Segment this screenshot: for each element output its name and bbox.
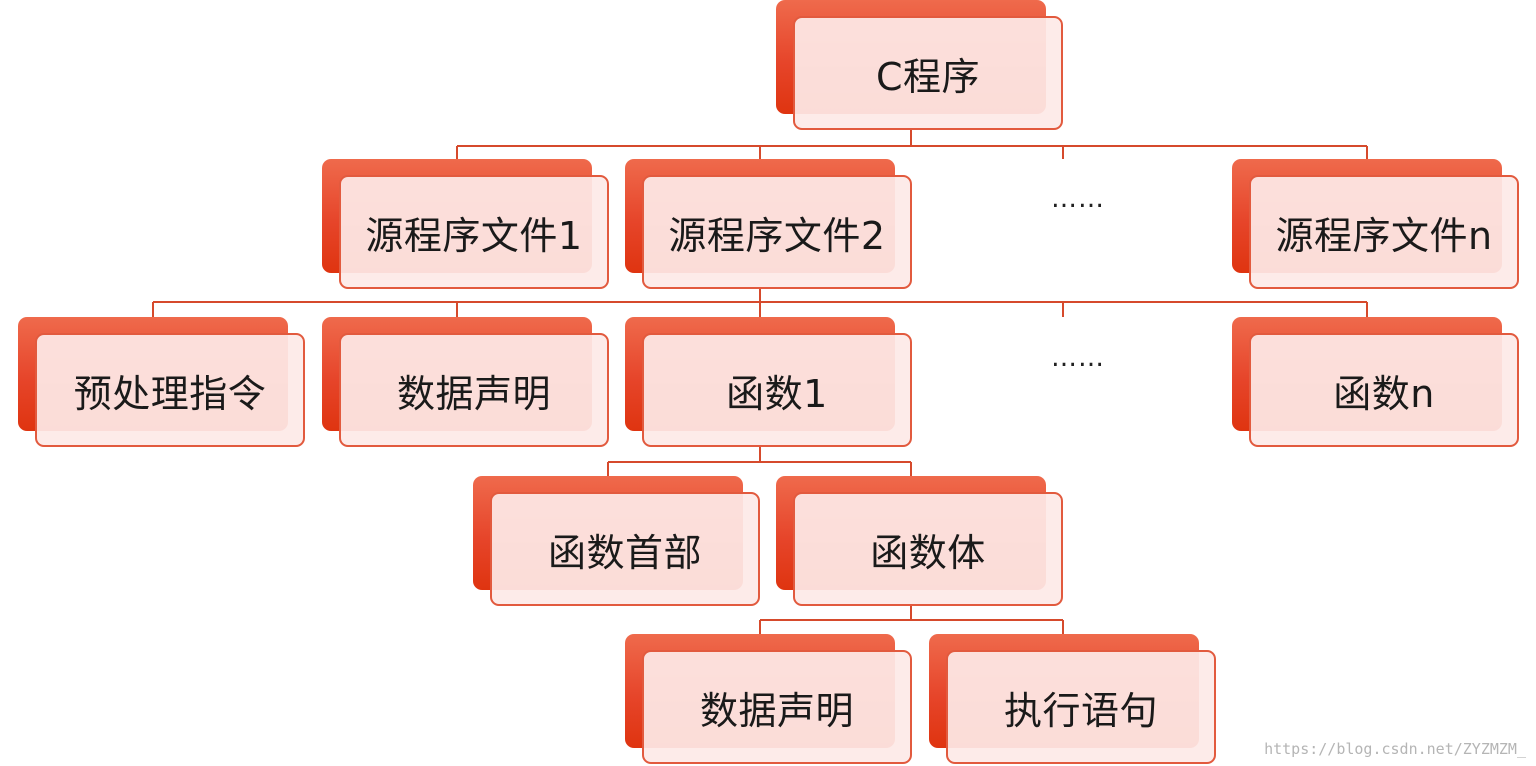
node-label: 源程序文件n	[1275, 213, 1493, 258]
node-front-shape: 数据声明	[339, 333, 609, 447]
node-front-shape: C程序	[793, 16, 1063, 130]
node-function-1: 函数1	[625, 317, 912, 447]
node-label: 数据声明	[396, 371, 551, 416]
node-label: 预处理指令	[73, 371, 267, 416]
node-front-shape: 预处理指令	[35, 333, 305, 447]
ellipsis-level-2: ……	[1051, 184, 1105, 214]
node-source-file-2: 源程序文件2	[625, 159, 912, 289]
node-preprocessor-directives: 预处理指令	[18, 317, 305, 447]
node-front-shape: 函数1	[642, 333, 912, 447]
ellipsis-level-3: ……	[1051, 343, 1105, 373]
node-label: 函数首部	[547, 530, 702, 575]
node-c-program: C程序	[776, 0, 1063, 130]
node-body-data-declaration: 数据声明	[625, 634, 912, 764]
watermark-text: https://blog.csdn.net/ZYZMZM_	[1264, 740, 1526, 758]
node-source-file-1: 源程序文件1	[322, 159, 609, 289]
node-label: C程序	[875, 54, 981, 99]
node-front-shape: 源程序文件n	[1249, 175, 1519, 289]
node-label: 源程序文件1	[365, 213, 583, 258]
node-function-header: 函数首部	[473, 476, 760, 606]
node-label: 函数n	[1333, 371, 1435, 416]
node-front-shape: 源程序文件2	[642, 175, 912, 289]
node-function-n: 函数n	[1232, 317, 1519, 447]
node-label: 数据声明	[699, 688, 854, 733]
node-label: 函数体	[870, 530, 986, 575]
node-front-shape: 函数n	[1249, 333, 1519, 447]
node-data-declaration: 数据声明	[322, 317, 609, 447]
node-label: 源程序文件2	[668, 213, 886, 258]
node-front-shape: 执行语句	[946, 650, 1216, 764]
node-source-file-n: 源程序文件n	[1232, 159, 1519, 289]
node-front-shape: 函数体	[793, 492, 1063, 606]
node-front-shape: 源程序文件1	[339, 175, 609, 289]
node-label: 执行语句	[1003, 688, 1158, 733]
node-label: 函数1	[726, 371, 828, 416]
node-function-body: 函数体	[776, 476, 1063, 606]
node-executable-statements: 执行语句	[929, 634, 1216, 764]
node-front-shape: 函数首部	[490, 492, 760, 606]
node-front-shape: 数据声明	[642, 650, 912, 764]
